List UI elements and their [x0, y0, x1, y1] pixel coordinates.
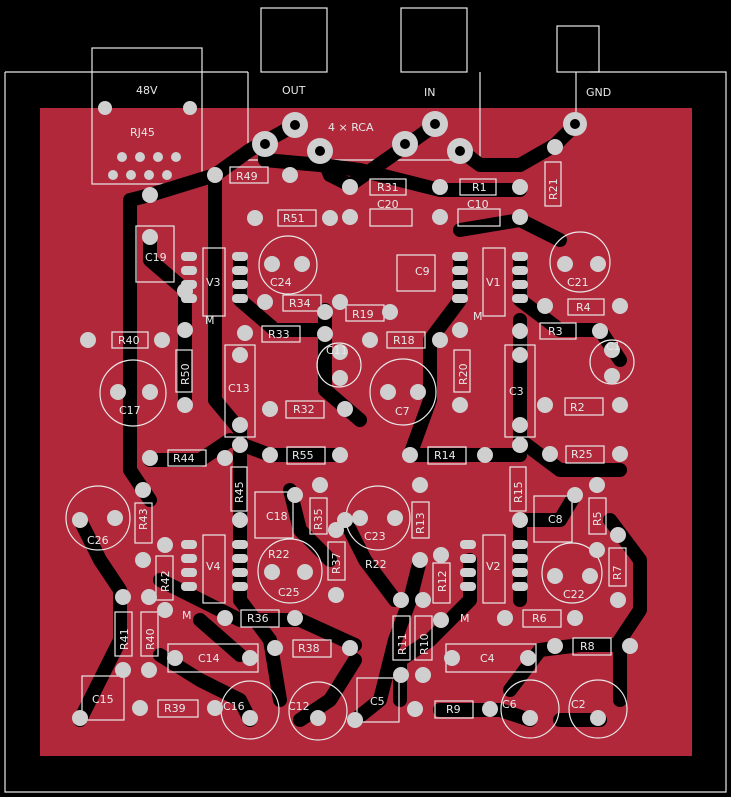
label-C5: C5: [370, 695, 385, 708]
label-R11: R11: [396, 633, 409, 655]
label-R25: R25: [571, 448, 593, 461]
label-C12: C12: [288, 700, 310, 713]
label-R43: R43: [137, 508, 150, 530]
label-R40b: R40: [144, 628, 157, 650]
label-R10: R10: [418, 633, 431, 655]
rj45-label: RJ45: [130, 126, 155, 139]
label-C24: C24: [270, 276, 292, 289]
label-C16: C16: [223, 700, 245, 713]
label-R41: R41: [118, 628, 131, 650]
label-R1: R1: [472, 181, 487, 194]
label-V4: V4: [206, 560, 221, 573]
in-jack-outline: [400, 7, 468, 73]
label-R33: R33: [268, 328, 290, 341]
out-label: OUT: [282, 84, 306, 97]
label-R42: R42: [159, 570, 172, 592]
pads: [72, 101, 638, 728]
label-C13: C13: [228, 382, 250, 395]
out-jack-outline: [260, 7, 328, 73]
label-V2: V2: [486, 560, 501, 573]
label-R19: R19: [352, 308, 374, 321]
label-C22: C22: [563, 588, 585, 601]
gnd-label: GND: [586, 86, 611, 99]
label-R4: R4: [576, 301, 591, 314]
label-M1: M: [205, 314, 215, 327]
label-C10: C10: [467, 198, 489, 211]
label-C9: C9: [415, 265, 430, 278]
label-C25: C25: [278, 586, 300, 599]
label-M3: M: [182, 609, 192, 622]
label-C15: C15: [92, 693, 114, 706]
label-C17: C17: [119, 404, 141, 417]
label-R14: R14: [434, 449, 456, 462]
label-C8: C8: [548, 513, 563, 526]
label-R18: R18: [393, 334, 415, 347]
label-R39: R39: [164, 702, 186, 715]
label-R51: R51: [283, 212, 305, 225]
power-label: 48V: [136, 84, 158, 97]
label-R6: R6: [532, 612, 547, 625]
label-R34: R34: [289, 297, 311, 310]
label-R40: R40: [118, 334, 140, 347]
label-R13: R13: [414, 512, 427, 534]
label-C11: C11: [326, 344, 348, 357]
label-R45: R45: [233, 481, 246, 503]
label-C26: C26: [87, 534, 109, 547]
rca-label: 4 × RCA: [328, 121, 374, 134]
label-V1: V1: [486, 276, 501, 289]
label-C3: C3: [509, 385, 524, 398]
label-C7: C7: [395, 405, 410, 418]
label-V3: V3: [206, 276, 221, 289]
label-C14: C14: [198, 652, 220, 665]
label-R2: R2: [570, 401, 585, 414]
label-C4: C4: [480, 652, 495, 665]
board-outline: [4, 71, 727, 793]
label-C2: C2: [571, 698, 586, 711]
component-labels: R49 R31 R1 R21 R51 C20 C10 C19 V3 C24 C9…: [87, 170, 624, 716]
label-R7: R7: [611, 565, 624, 580]
label-C19: C19: [145, 251, 167, 264]
label-R5: R5: [591, 511, 604, 526]
label-R22b: R22: [365, 558, 387, 571]
label-R35: R35: [312, 508, 325, 530]
gnd-jack-outline: [556, 25, 600, 73]
label-C21: C21: [567, 276, 589, 289]
label-C18: C18: [266, 510, 288, 523]
label-R21: R21: [547, 178, 560, 200]
label-R37: R37: [330, 552, 343, 574]
label-R49: R49: [236, 170, 258, 183]
label-R8: R8: [580, 640, 595, 653]
label-R32: R32: [293, 403, 315, 416]
label-R3: R3: [548, 325, 563, 338]
label-C23: C23: [364, 530, 386, 543]
label-R15: R15: [512, 481, 525, 503]
label-M4: M: [460, 612, 470, 625]
label-R36: R36: [247, 612, 269, 625]
label-R44: R44: [173, 452, 195, 465]
label-R50: R50: [179, 363, 192, 385]
label-R12: R12: [436, 570, 449, 592]
label-C6: C6: [502, 698, 517, 711]
label-R38: R38: [298, 642, 320, 655]
label-R9: R9: [446, 703, 461, 716]
component-outlines: [65, 161, 635, 741]
label-R22a: R22: [268, 548, 290, 561]
label-C20: C20: [377, 198, 399, 211]
label-C1: C1: [606, 340, 621, 353]
label-R20: R20: [457, 363, 470, 385]
label-M2: M: [473, 310, 483, 323]
in-label: IN: [424, 86, 435, 99]
label-R31: R31: [377, 181, 399, 194]
label-R55: R55: [292, 449, 314, 462]
rj45-outline: [91, 47, 203, 185]
